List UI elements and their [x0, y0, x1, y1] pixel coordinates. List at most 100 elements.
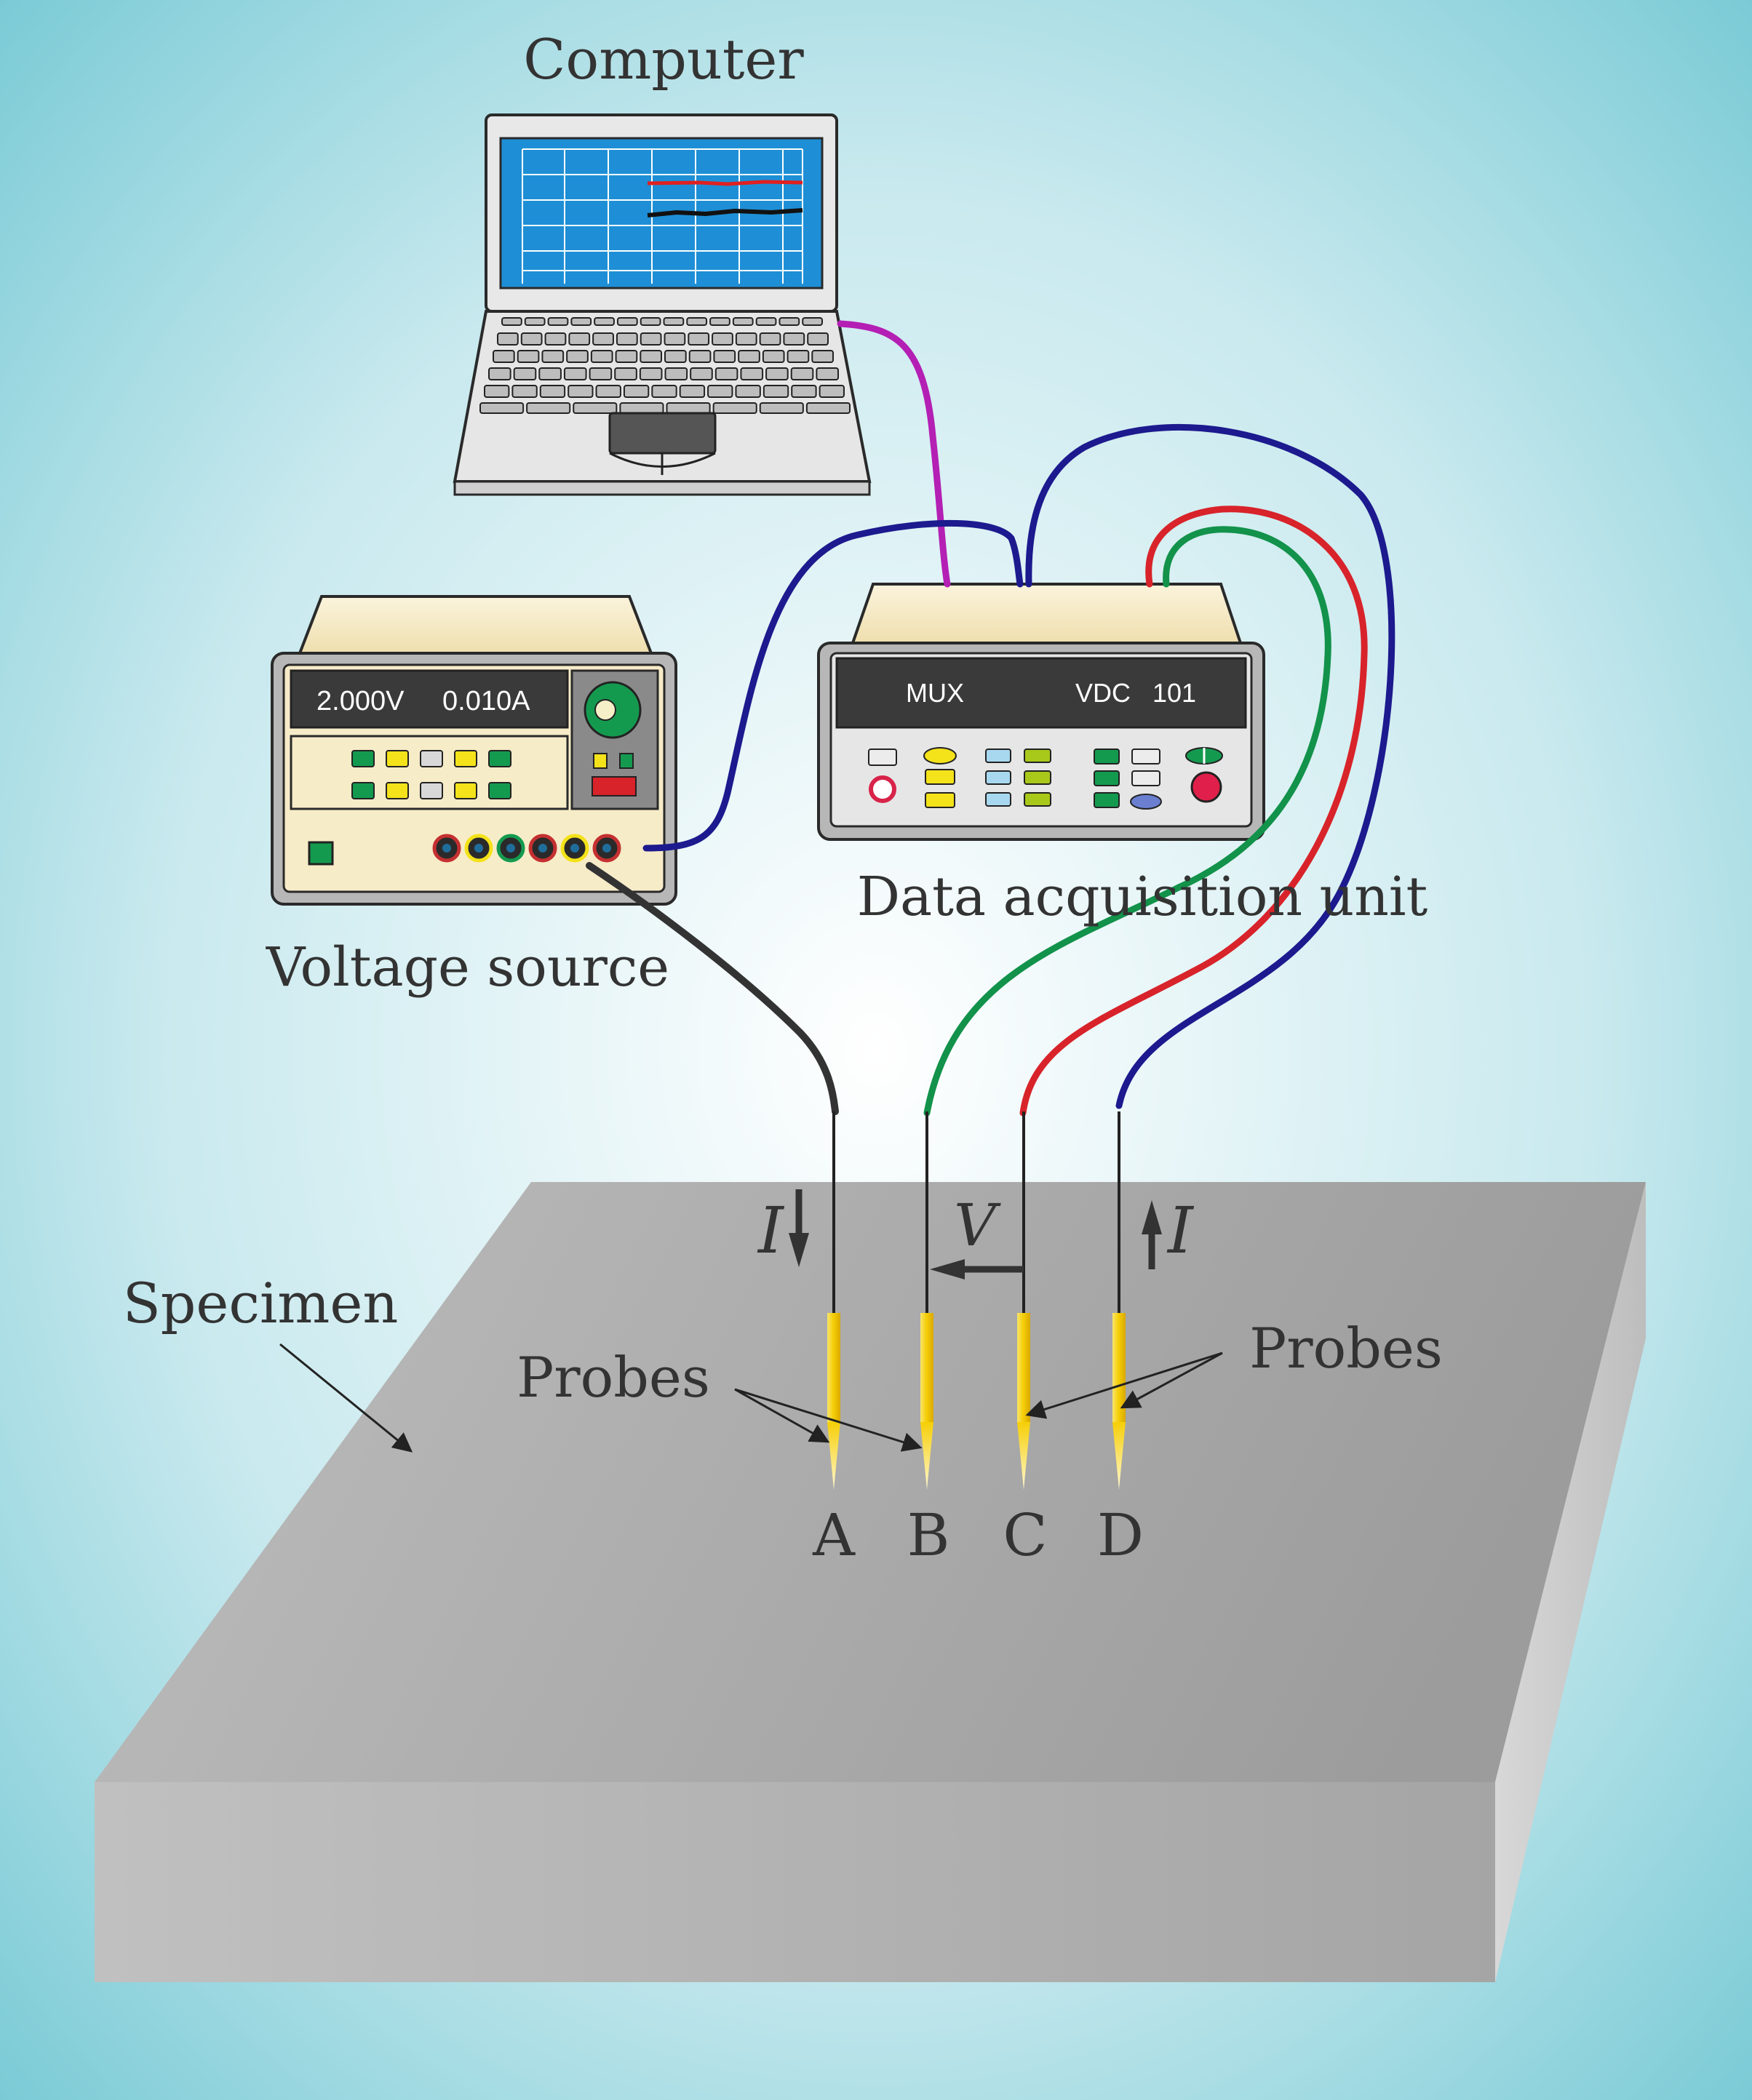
keyboard-key — [762, 385, 789, 398]
voltage-source-button[interactable] — [454, 782, 477, 799]
keyboard-key — [790, 367, 814, 380]
keyboard-key — [688, 350, 712, 363]
label-data-acquisition-unit: Data acquisition unit — [857, 866, 1428, 928]
voltage-source-button[interactable] — [386, 782, 409, 799]
daq-button[interactable] — [925, 769, 955, 785]
voltage-power-button[interactable] — [308, 841, 334, 866]
keyboard-key — [488, 367, 511, 380]
voltage-red-switch[interactable] — [592, 776, 637, 797]
voltage-source-button[interactable] — [454, 750, 477, 767]
daq-button[interactable] — [1130, 794, 1162, 810]
daq-display-right: VDC 101 — [1075, 678, 1196, 708]
voltage-source-button[interactable] — [488, 782, 511, 799]
keyboard-key — [541, 350, 565, 363]
voltage-terminals[interactable] — [432, 834, 621, 863]
probe-label-a: A — [812, 1501, 856, 1569]
keyboard-key — [590, 350, 613, 363]
keyboard-key — [563, 367, 587, 380]
keyboard-key — [589, 367, 613, 380]
keyboard-key — [573, 402, 618, 414]
probe-label-d: D — [1097, 1501, 1144, 1569]
daq-button[interactable] — [1094, 770, 1120, 786]
probe-c — [1017, 1111, 1030, 1490]
daq-power-button[interactable] — [1190, 771, 1222, 803]
keyboard-key — [740, 367, 764, 380]
daq-button[interactable] — [1024, 748, 1051, 763]
keyboard-key — [709, 317, 730, 326]
specimen-pointer — [279, 1343, 413, 1453]
keyboard-key — [623, 385, 650, 398]
daq-button[interactable] — [985, 792, 1011, 807]
keyboard-key — [640, 317, 661, 326]
keyboard-key — [570, 317, 592, 326]
voltage-source-button[interactable] — [420, 750, 443, 767]
label-probes-left: Probes — [517, 1345, 710, 1410]
daq-button[interactable] — [1131, 770, 1160, 786]
voltage-source-button[interactable] — [386, 750, 409, 767]
keyboard-key — [538, 367, 562, 380]
keyboard-key — [497, 332, 519, 346]
daq-button-panel[interactable] — [868, 747, 1223, 810]
voltage-source-button[interactable] — [351, 750, 375, 767]
keyboard-key — [807, 332, 829, 346]
keyboard-key — [595, 385, 621, 398]
daq-button[interactable] — [868, 748, 897, 766]
voltage-source-button-grid[interactable] — [351, 750, 511, 799]
keyboard-key — [712, 332, 733, 346]
keyboard-key — [759, 402, 804, 414]
keyboard-key — [484, 385, 510, 398]
keyboard-key — [493, 350, 515, 363]
specimen-top-face — [95, 1182, 1646, 1782]
keyboard-key — [787, 350, 810, 363]
daq-button[interactable] — [923, 747, 957, 764]
keyboard-key — [616, 332, 638, 346]
voltage-source-button[interactable] — [420, 782, 443, 799]
probe-a — [827, 1111, 840, 1490]
daq-red-ring[interactable] — [869, 775, 896, 803]
keyboard-key — [664, 332, 686, 346]
daq-display — [835, 657, 1247, 729]
keyboard-key — [811, 350, 835, 363]
measurement-arrows — [789, 1189, 1162, 1279]
probes-right-pointer-c — [1025, 1352, 1223, 1419]
keyboard-key — [765, 367, 789, 380]
probes-right-pointer-d — [1120, 1352, 1223, 1409]
keyboard-key — [732, 317, 754, 326]
keyboard-key — [735, 332, 757, 346]
daq-button[interactable] — [1094, 792, 1120, 808]
daq-button[interactable] — [925, 792, 955, 808]
data-acquisition-device: MUX VDC 101 — [817, 583, 1265, 841]
wire-black-probe-a — [586, 862, 839, 1115]
daq-button[interactable] — [1094, 748, 1120, 764]
label-computer: Computer — [523, 27, 804, 92]
daq-button[interactable] — [1131, 748, 1160, 764]
terminal-core — [570, 844, 579, 853]
keyboard-key — [688, 332, 710, 346]
keyboard-key — [714, 367, 738, 380]
wire-red-probe-c — [1019, 506, 1368, 1117]
daq-button[interactable] — [1024, 792, 1051, 807]
laptop-keyboard — [479, 317, 851, 414]
keyboard-key — [619, 402, 664, 414]
keyboard-key — [526, 402, 571, 414]
voltage-source-button[interactable] — [488, 750, 511, 767]
keyboard-key — [816, 367, 840, 380]
label-specimen: Specimen — [123, 1271, 399, 1336]
daq-button[interactable] — [1024, 770, 1051, 785]
daq-button[interactable] — [985, 770, 1011, 785]
probes-left-pointer-a — [734, 1388, 830, 1443]
keyboard-key — [640, 332, 662, 346]
keyboard-key — [783, 332, 805, 346]
keyboard-key — [568, 332, 591, 346]
keyboard-key — [663, 317, 685, 326]
keyboard-key — [738, 350, 760, 363]
keyboard-key — [762, 350, 785, 363]
label-current-left: I — [757, 1193, 785, 1268]
wire-blue-voltage — [642, 519, 1024, 852]
probes-left-pointer-b — [734, 1388, 923, 1452]
daq-button[interactable] — [985, 748, 1011, 763]
keyboard-key — [802, 317, 823, 326]
wires — [586, 320, 1395, 1117]
voltage-source-button[interactable] — [351, 782, 375, 799]
